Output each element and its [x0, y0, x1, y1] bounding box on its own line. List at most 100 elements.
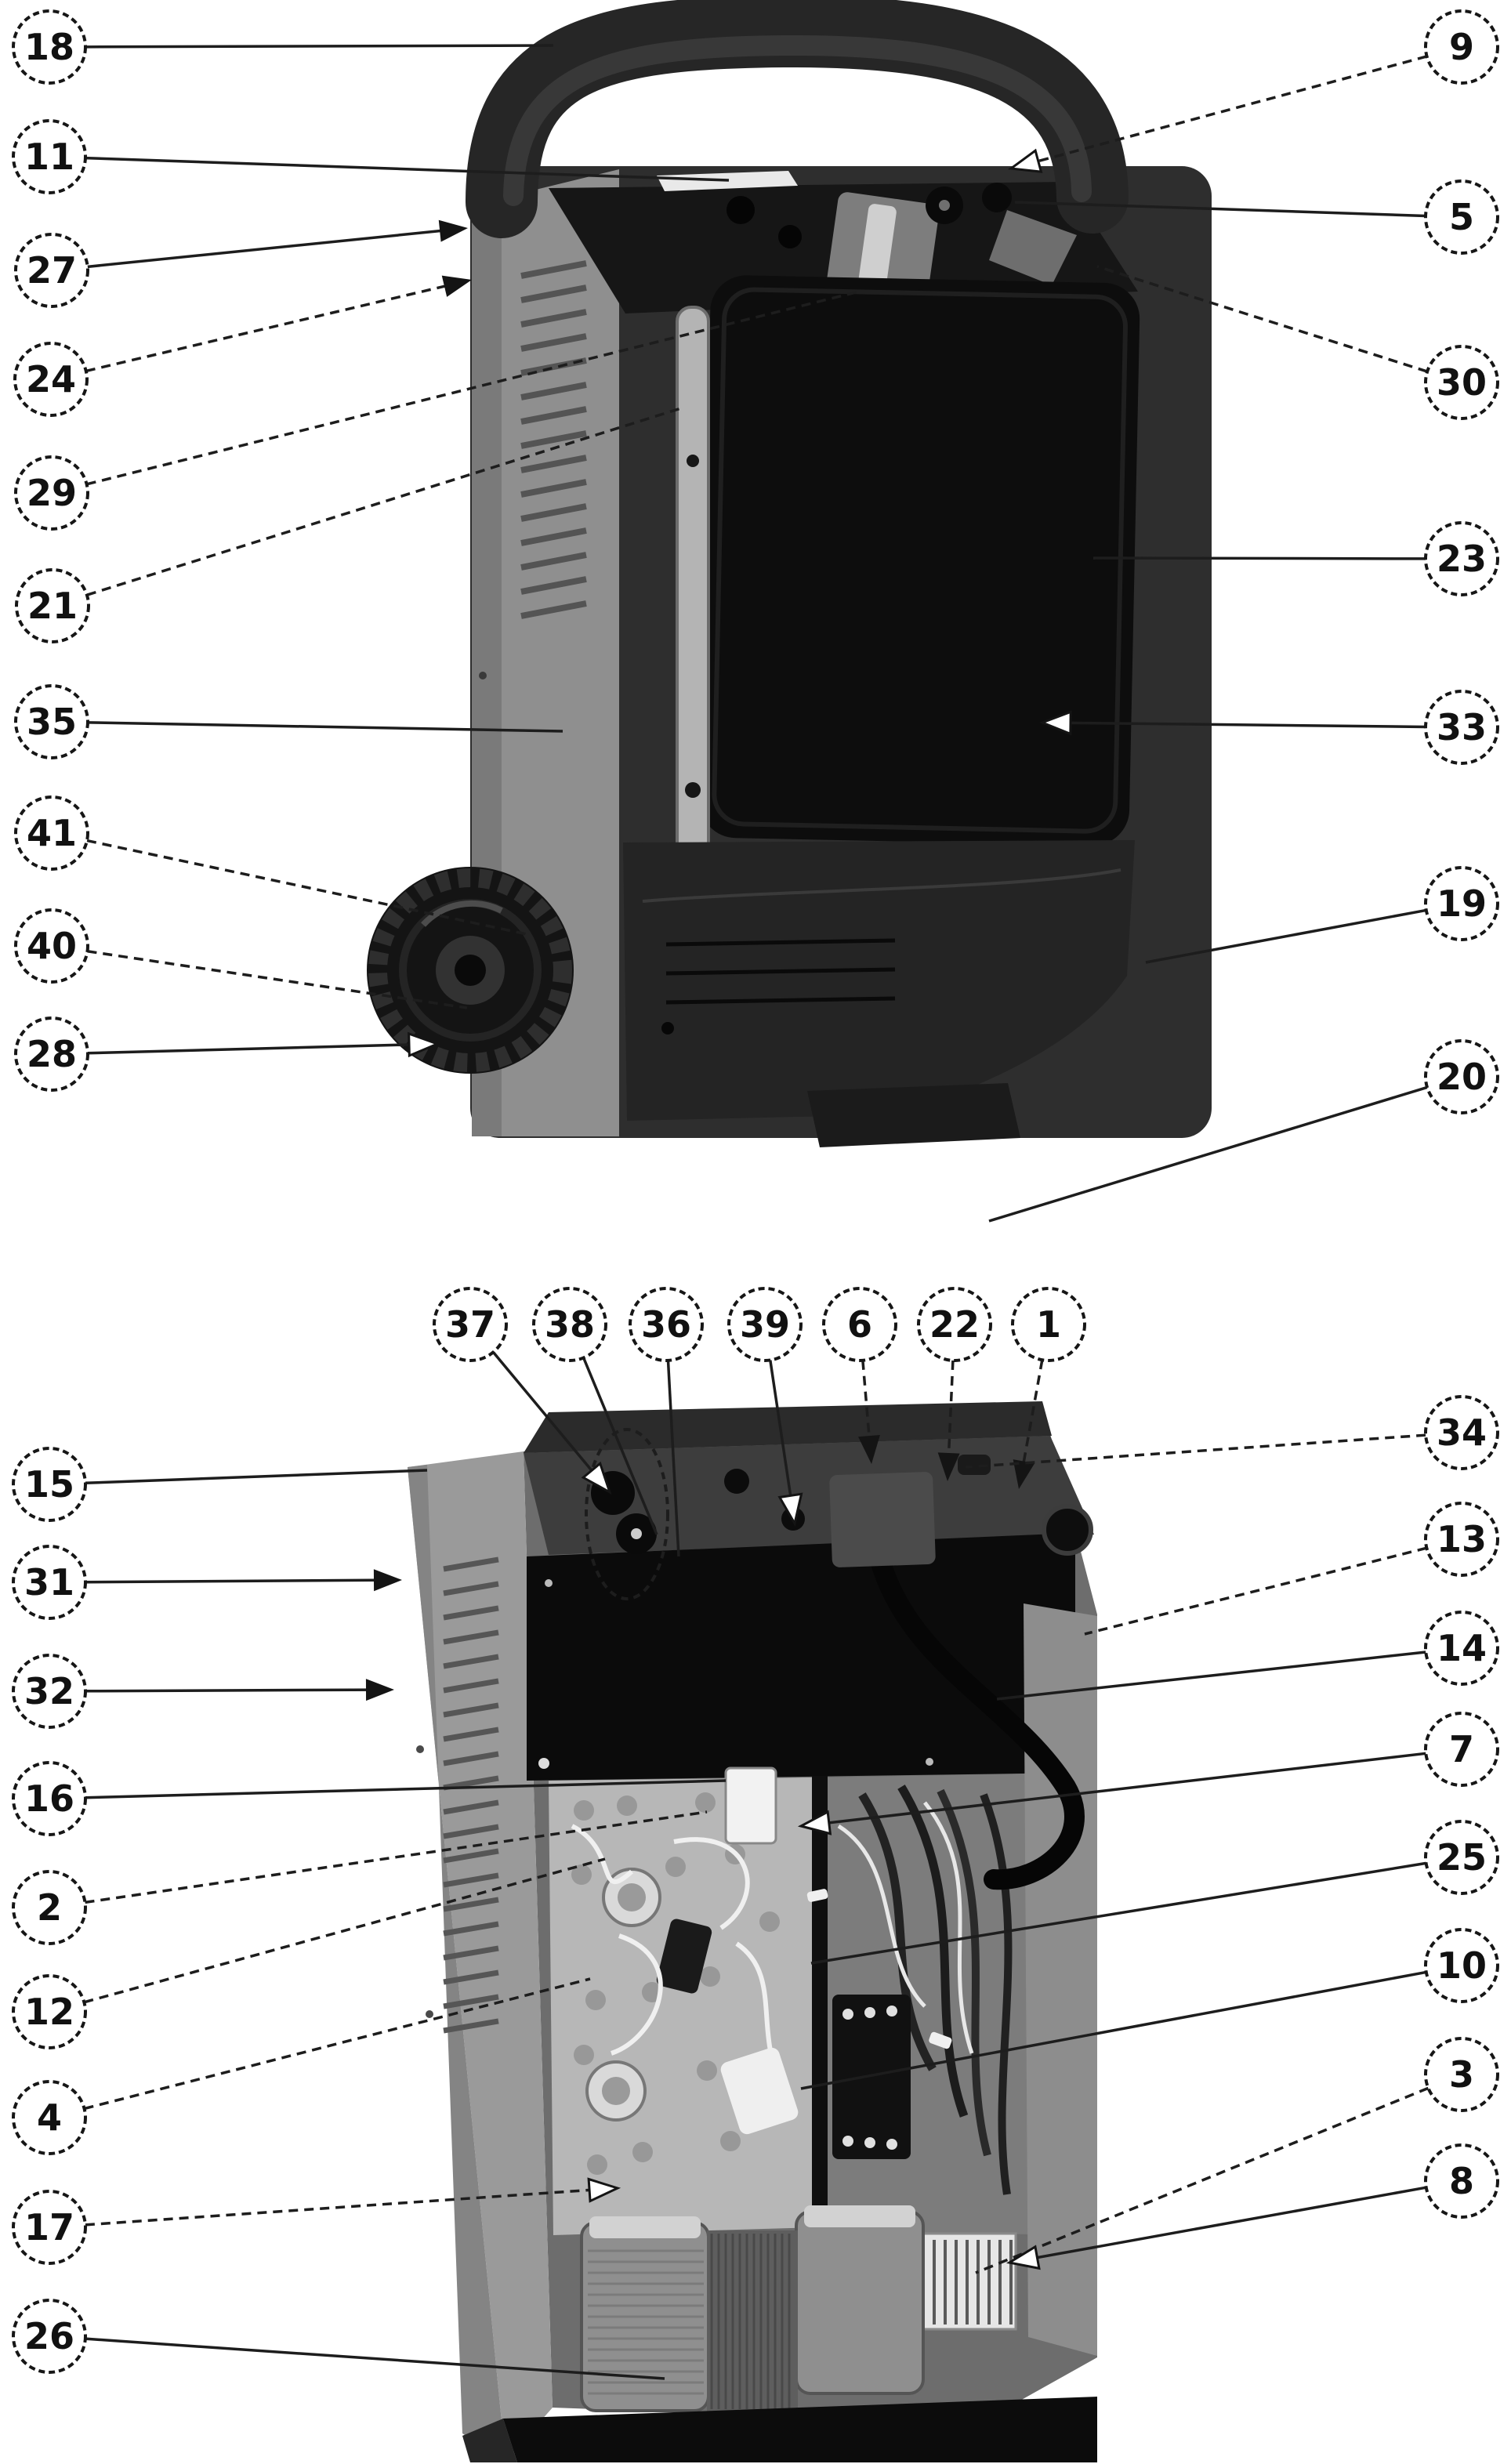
column-screw [685, 782, 701, 798]
callout-number: 40 [27, 925, 77, 967]
callout-number: 1 [1036, 1303, 1061, 1346]
leader-line [85, 2337, 665, 2380]
round-connector [1042, 1504, 1093, 1556]
black-arrowhead-icon [373, 1569, 402, 1592]
leader-line [87, 721, 563, 733]
panel-screw [426, 2010, 433, 2018]
callout-22: 22 [917, 1287, 992, 1481]
callout-32: 32 [12, 1654, 394, 1729]
black-arrowhead-icon [937, 1452, 960, 1481]
clamp-post [778, 225, 802, 248]
callout-number: 36 [641, 1303, 691, 1346]
callout-number: 35 [27, 701, 77, 743]
callout-36: 36 [629, 1287, 704, 1557]
black-arrowhead-icon [441, 275, 472, 297]
callout-12: 12 [12, 1857, 606, 2049]
molding-groove [665, 938, 896, 947]
callout-26: 26 [12, 2299, 665, 2380]
callout-10: 10 [800, 1928, 1499, 2090]
deck-compartment [829, 1472, 936, 1567]
leader-line [816, 1752, 1426, 1826]
selector-knob [982, 183, 1012, 212]
front-panel [700, 275, 1140, 846]
leader-line [1092, 556, 1426, 560]
base-plate-corner [462, 2419, 517, 2462]
leader-line [85, 156, 730, 182]
callout-circle [13, 342, 89, 417]
callout-33: 33 [1038, 690, 1499, 765]
callout-circle [14, 908, 89, 984]
deck-bracket [989, 210, 1077, 285]
leader-line [810, 1861, 1426, 1965]
callout-number: 12 [24, 1991, 74, 2033]
callout-circle [1424, 2037, 1499, 2112]
callout-circle [1424, 1039, 1499, 1114]
callout-number: 32 [24, 1670, 74, 1712]
callout-circle [12, 1447, 87, 1522]
callout-34: 34 [965, 1395, 1499, 1470]
white-arrowhead-icon [587, 2177, 621, 2203]
black-arrowhead-icon [438, 219, 468, 242]
lower-capacitor [585, 2060, 647, 2122]
leader-line [769, 1360, 794, 1509]
cable-tie [929, 2031, 952, 2049]
callout-number: 38 [545, 1303, 595, 1346]
leader-line [582, 1357, 658, 1535]
panel-screw [926, 1758, 933, 1766]
callout-number: 5 [1449, 196, 1474, 238]
callout-circle [1424, 345, 1499, 420]
panel-screw [479, 672, 487, 679]
callout-circle [14, 455, 89, 531]
white-arrowhead-icon [777, 1492, 803, 1527]
callout-circle [1424, 1611, 1499, 1686]
rear-left-panel-edge [408, 1465, 505, 2461]
callout-21: 21 [15, 406, 684, 643]
callout-circle [727, 1287, 803, 1362]
callout-circle [1011, 1287, 1086, 1362]
molding-groove [665, 996, 896, 1005]
callout-3: 3 [975, 2037, 1499, 2274]
leader-line [85, 281, 457, 373]
callout-circle [1424, 179, 1499, 255]
callout-number: 15 [24, 1463, 74, 1506]
callout-number: 4 [37, 2096, 62, 2139]
leader-line [1025, 55, 1428, 166]
callout-number: 31 [24, 1561, 74, 1603]
callout-number: 13 [1437, 1518, 1487, 1560]
front-panel-inset [712, 287, 1128, 834]
callout-30: 30 [1096, 265, 1499, 420]
pcb-component [656, 1919, 712, 1994]
white-arrowhead-icon [797, 1810, 832, 1835]
leader-line [85, 1469, 428, 1485]
callout-24: 24 [13, 275, 472, 417]
callout-37: 37 [433, 1287, 612, 1495]
molding-groove [665, 967, 896, 976]
molding-crease [642, 868, 1121, 903]
deck-switch [958, 1455, 991, 1475]
front-view-illustration [367, 0, 1212, 1147]
white-arrowhead-icon [1038, 710, 1072, 736]
leader-line [84, 1977, 591, 2111]
callout-31: 31 [12, 1545, 402, 1620]
white-arrowhead-icon [1008, 148, 1043, 173]
callout-9: 9 [1008, 9, 1499, 173]
callout-circle [12, 119, 87, 194]
callout-circle [12, 1761, 87, 1836]
callout-17: 17 [12, 2177, 621, 2265]
callout-number: 10 [1437, 1944, 1487, 1987]
support-foot [807, 1083, 1020, 1147]
black-arrowhead-icon [858, 1434, 880, 1464]
callout-5: 5 [1014, 179, 1499, 255]
clamp-post [727, 196, 755, 224]
leader-line [85, 1578, 387, 1584]
callout-number: 27 [27, 249, 77, 292]
leader-line [1057, 721, 1426, 729]
callout-number: 7 [1449, 1728, 1474, 1770]
leader-line [85, 1779, 727, 1799]
leader-line [86, 839, 527, 936]
callout-8: 8 [1006, 2143, 1499, 2270]
leader-line [1096, 265, 1428, 373]
callout-number: 22 [929, 1303, 980, 1346]
upper-rear-panel [527, 1533, 1075, 1781]
